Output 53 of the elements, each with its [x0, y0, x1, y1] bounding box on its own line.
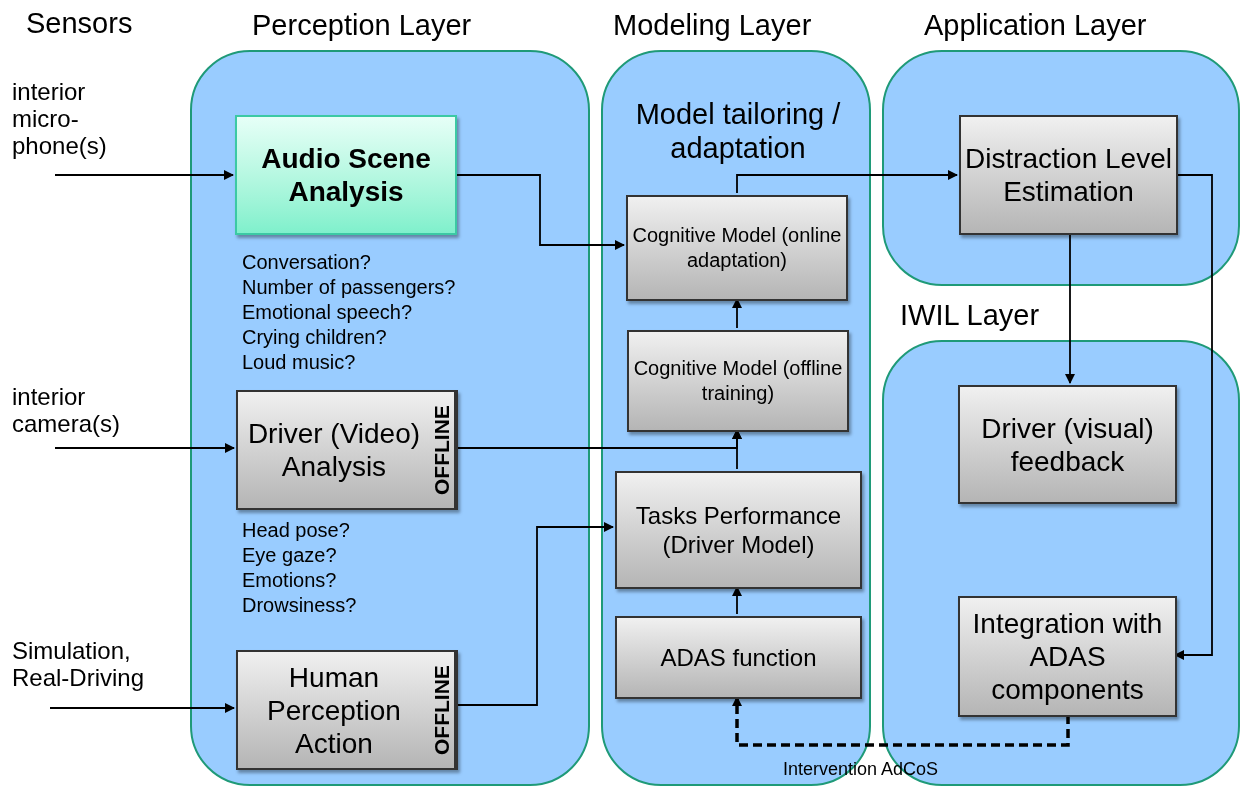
- box-label: ADAS function: [660, 643, 817, 672]
- offline-tag: OFFLINE: [430, 392, 456, 508]
- box-label: Driver (Video) Analysis: [246, 417, 422, 483]
- arrow: [49, 703, 235, 713]
- process-box: [235, 115, 457, 235]
- arrow: [54, 170, 234, 180]
- layer-heading: Application Layer: [924, 8, 1147, 42]
- arrow: [454, 174, 625, 250]
- question-text: Emotions?: [242, 568, 338, 593]
- layer-heading: Perception Layer: [252, 8, 472, 42]
- process-box: [958, 385, 1177, 504]
- process-box: [236, 390, 458, 510]
- question-text: Head pose?: [242, 518, 351, 543]
- question-text: Eye gaze?: [242, 543, 338, 568]
- process-box: [626, 195, 848, 301]
- input-label: interior camera(s): [12, 383, 121, 437]
- input-label: interior micro- phone(s): [12, 78, 108, 159]
- column-heading: Sensors: [26, 6, 133, 40]
- process-box: [615, 616, 862, 699]
- question-text: Emotional speech?: [242, 300, 414, 325]
- layer-subheading: Model tailoring / adaptation: [634, 97, 842, 165]
- question-text: Drowsiness?: [242, 593, 357, 618]
- arrow: [736, 170, 958, 194]
- question-text: Number of passengers?: [242, 275, 456, 300]
- arrow: [1174, 174, 1213, 660]
- dashed-arrow: [732, 696, 1070, 747]
- layer-heading: Modeling Layer: [613, 8, 812, 42]
- box-label: Audio Scene Analysis: [260, 142, 432, 208]
- arrow: [1065, 232, 1075, 384]
- box-label: Cognitive Model (online adaptation): [632, 223, 842, 273]
- arrow: [732, 429, 742, 470]
- arrow: [732, 586, 742, 615]
- box-label: Integration with ADAS components: [971, 607, 1164, 706]
- process-box: [958, 596, 1177, 717]
- question-text: Loud music?: [242, 350, 357, 375]
- box-label: Driver (visual) feedback: [980, 411, 1155, 478]
- edge-label: Intervention AdCoS: [783, 758, 939, 780]
- box-label: Human Perception Action: [266, 660, 402, 760]
- arrow: [54, 443, 235, 453]
- process-box: [615, 471, 862, 589]
- box-label: Tasks Performance (Driver Model): [634, 501, 843, 559]
- question-text: Crying children?: [242, 325, 388, 350]
- arrow: [732, 298, 742, 329]
- process-box: [959, 115, 1178, 235]
- input-label: Simulation, Real-Driving: [12, 637, 146, 691]
- process-box: [236, 650, 458, 770]
- box-label: Cognitive Model (offline training): [633, 356, 843, 406]
- process-box: [627, 330, 849, 432]
- layer-heading: IWIL Layer: [900, 298, 1040, 332]
- box-label: Distraction Level Estimation: [965, 142, 1172, 208]
- arrow: [455, 522, 614, 706]
- offline-tag: OFFLINE: [430, 652, 456, 768]
- question-text: Conversation?: [242, 250, 372, 275]
